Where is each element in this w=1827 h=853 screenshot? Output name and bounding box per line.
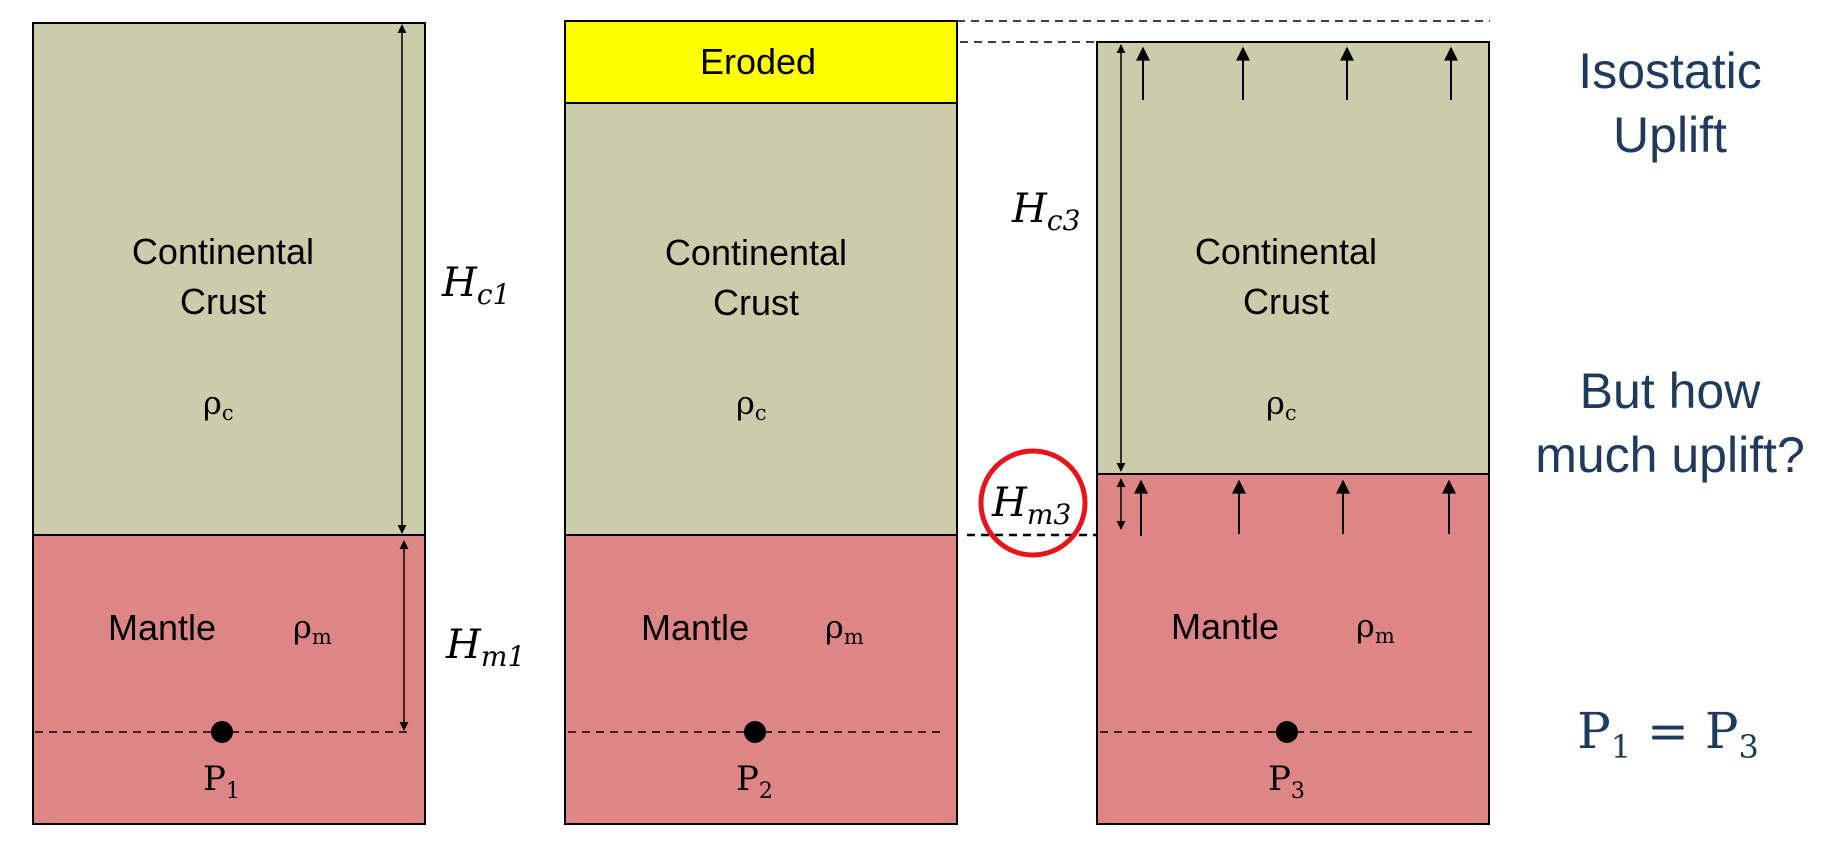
- hc3-label: Hc3: [1011, 186, 1080, 237]
- mantle-density: ρm: [293, 608, 332, 649]
- crust-label-line1: Continental: [132, 231, 314, 272]
- moho-uplift-arrows: [1134, 479, 1456, 536]
- crust-label-line1: Continental: [1195, 231, 1377, 272]
- mantle-density: ρm: [1356, 607, 1395, 648]
- pressure-point-3: [1276, 721, 1298, 743]
- mantle-label: Mantle: [1171, 606, 1279, 647]
- uplift-heading-line2: Uplift: [1613, 107, 1727, 163]
- crust-label-line2: Crust: [1243, 281, 1329, 322]
- mantle-label: Mantle: [108, 607, 216, 648]
- uplift-heading-line1: Isostatic: [1578, 43, 1761, 99]
- hm3-highlight-circle: [978, 448, 1088, 558]
- column-3: Continental Crust ρc Mantle ρm P3: [1096, 41, 1490, 825]
- pressure-label-3: P3: [1268, 759, 1305, 804]
- pressure-label-2: P2: [736, 759, 773, 804]
- crust-label-line2: Crust: [180, 281, 266, 322]
- pressure-point-1: [211, 721, 233, 743]
- pressure-point-2: [744, 721, 766, 743]
- pressure-label-1: P1: [203, 759, 240, 804]
- crust-density: ρc: [736, 384, 767, 425]
- column-2: Eroded Continental Crust ρc Mantle ρm P2: [564, 20, 958, 825]
- eroded-label: Eroded: [700, 41, 816, 82]
- crust-label-line1: Continental: [665, 232, 847, 273]
- mantle-label: Mantle: [641, 607, 749, 648]
- hm1-label: Hm1: [445, 622, 525, 673]
- mantle-block-1: [32, 534, 426, 825]
- column-1: Continental Crust ρc Mantle ρm P1 Hc1 Hm…: [32, 22, 525, 825]
- question-line2: much uplift?: [1535, 427, 1805, 483]
- mantle-block-2: [564, 534, 958, 825]
- surface-uplift-arrows: [1136, 46, 1458, 100]
- crust-density: ρc: [1266, 384, 1297, 425]
- crust-label-line2: Crust: [713, 282, 799, 323]
- mantle-density: ρm: [825, 608, 864, 649]
- mantle-block-3: [1096, 473, 1490, 825]
- crust-density: ρc: [203, 384, 234, 425]
- crust-block-1: [32, 22, 426, 536]
- pressure-equation: P1 = P3: [1577, 702, 1759, 766]
- notes-panel: Isostatic Uplift But how much uplift? P1…: [1535, 43, 1805, 766]
- hc1-label: Hc1: [441, 260, 510, 311]
- hm3-label: Hm3: [991, 480, 1071, 531]
- question-line1: But how: [1580, 363, 1762, 419]
